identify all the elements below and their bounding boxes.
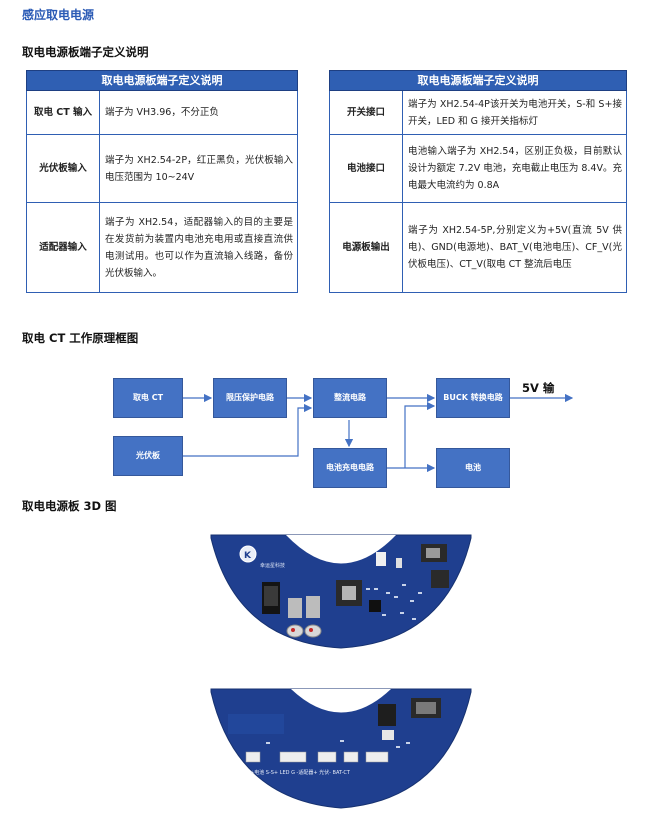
table-header: 取电电源板端子定义说明 bbox=[26, 70, 298, 91]
terminal-definition-title: 取电电源板端子定义说明 bbox=[22, 45, 149, 59]
row-key: 电源板输出 bbox=[329, 202, 403, 293]
box-limiter-label: 限压保护电路 bbox=[226, 393, 274, 402]
box-solar-label: 光伏板 bbox=[136, 451, 160, 460]
row-key: 开关接口 bbox=[329, 90, 403, 135]
box-ct: 取电 CT bbox=[113, 378, 183, 418]
row-value: 电池输入端子为 XH2.54，区别正负极，目前默认设计为额定 7.2V 电池，充… bbox=[402, 134, 627, 203]
box-charger: 电池充电电路 bbox=[313, 448, 387, 488]
row-key: 取电 CT 输入 bbox=[26, 90, 100, 135]
row-key: 光伏板输入 bbox=[26, 134, 100, 203]
table-row: 适配器输入 端子为 XH2.54，适配器输入的目的主要是在发货前为装置内电池充电… bbox=[26, 202, 298, 293]
board-3d-bottom-image: +电池 S-S+ LED G -适配器+ 光伏- BAT-CT bbox=[210, 688, 472, 809]
section-title: 感应取电电源 bbox=[22, 8, 95, 22]
box-battery-label: 电池 bbox=[465, 463, 481, 472]
board-3d-title: 取电电源板 3D 图 bbox=[22, 499, 117, 513]
row-value: 端子为 XH2.54-4P该开关为电池开关，S-和 S+接开关，LED 和 G … bbox=[402, 90, 627, 135]
box-rectifier-label: 整流电路 bbox=[334, 393, 366, 402]
block-diagram: 取电 CT 限压保护电路 整流电路 BUCK 转换电路 5V 输 光伏板 电池充… bbox=[0, 358, 650, 498]
arrow-solar-rectifier bbox=[183, 403, 313, 457]
table-header-row: 取电电源板端子定义说明 bbox=[26, 70, 298, 91]
board-brand-text: 幸运星科技 bbox=[260, 562, 285, 569]
box-buck-label: BUCK 转换电路 bbox=[443, 393, 503, 402]
block-diagram-title: 取电 CT 工作原理框图 bbox=[22, 331, 139, 345]
box-solar: 光伏板 bbox=[113, 436, 183, 476]
diagram-connectors bbox=[183, 393, 574, 473]
row-value: 端子为 VH3.96，不分正负 bbox=[99, 90, 298, 135]
table-row: 开关接口 端子为 XH2.54-4P该开关为电池开关，S-和 S+接开关，LED… bbox=[329, 90, 627, 135]
box-charger-label: 电池充电电路 bbox=[326, 463, 374, 472]
row-value: 端子为 XH2.54-5P,分别定义为+5V(直流 5V 供电)、GND(电源地… bbox=[402, 202, 627, 293]
row-key: 适配器输入 bbox=[26, 202, 100, 293]
box-ct-label: 取电 CT bbox=[132, 393, 164, 402]
svg-text:K: K bbox=[244, 551, 252, 561]
table-row: 电池接口 电池输入端子为 XH2.54，区别正负极，目前默认设计为额定 7.2V… bbox=[329, 134, 627, 203]
table-row: 取电 CT 输入 端子为 VH3.96，不分正负 bbox=[26, 90, 298, 135]
row-value: 端子为 XH2.54，适配器输入的目的主要是在发货前为装置内电池充电用或直接直流… bbox=[99, 202, 298, 293]
row-value: 端子为 XH2.54-2P，红正黑负，光伏板输入电压范围为 10~24V bbox=[99, 134, 298, 203]
box-battery: 电池 bbox=[436, 448, 510, 488]
terminal-table-right: 取电电源板端子定义说明 开关接口 端子为 XH2.54-4P该开关为电池开关，S… bbox=[329, 70, 627, 293]
box-rectifier: 整流电路 bbox=[313, 378, 387, 418]
box-limiter: 限压保护电路 bbox=[213, 378, 287, 418]
arrow-battery-buck bbox=[404, 401, 436, 468]
terminal-table-left: 取电电源板端子定义说明 取电 CT 输入 端子为 VH3.96，不分正负 光伏板… bbox=[26, 70, 298, 293]
box-buck: BUCK 转换电路 bbox=[436, 378, 510, 418]
table-header: 取电电源板端子定义说明 bbox=[329, 70, 627, 91]
table-row: 电源板输出 端子为 XH2.54-5P,分别定义为+5V(直流 5V 供电)、G… bbox=[329, 202, 627, 293]
table-row: 光伏板输入 端子为 XH2.54-2P，红正黑负，光伏板输入电压范围为 10~2… bbox=[26, 134, 298, 203]
board-3d-top-image: K 幸运星科技 bbox=[210, 534, 472, 649]
board-connector-labels: +电池 S-S+ LED G -适配器+ 光伏- BAT-CT bbox=[250, 769, 351, 776]
row-key: 电池接口 bbox=[329, 134, 403, 203]
table-header-row: 取电电源板端子定义说明 bbox=[329, 70, 627, 91]
output-label: 5V 输 bbox=[522, 381, 555, 395]
